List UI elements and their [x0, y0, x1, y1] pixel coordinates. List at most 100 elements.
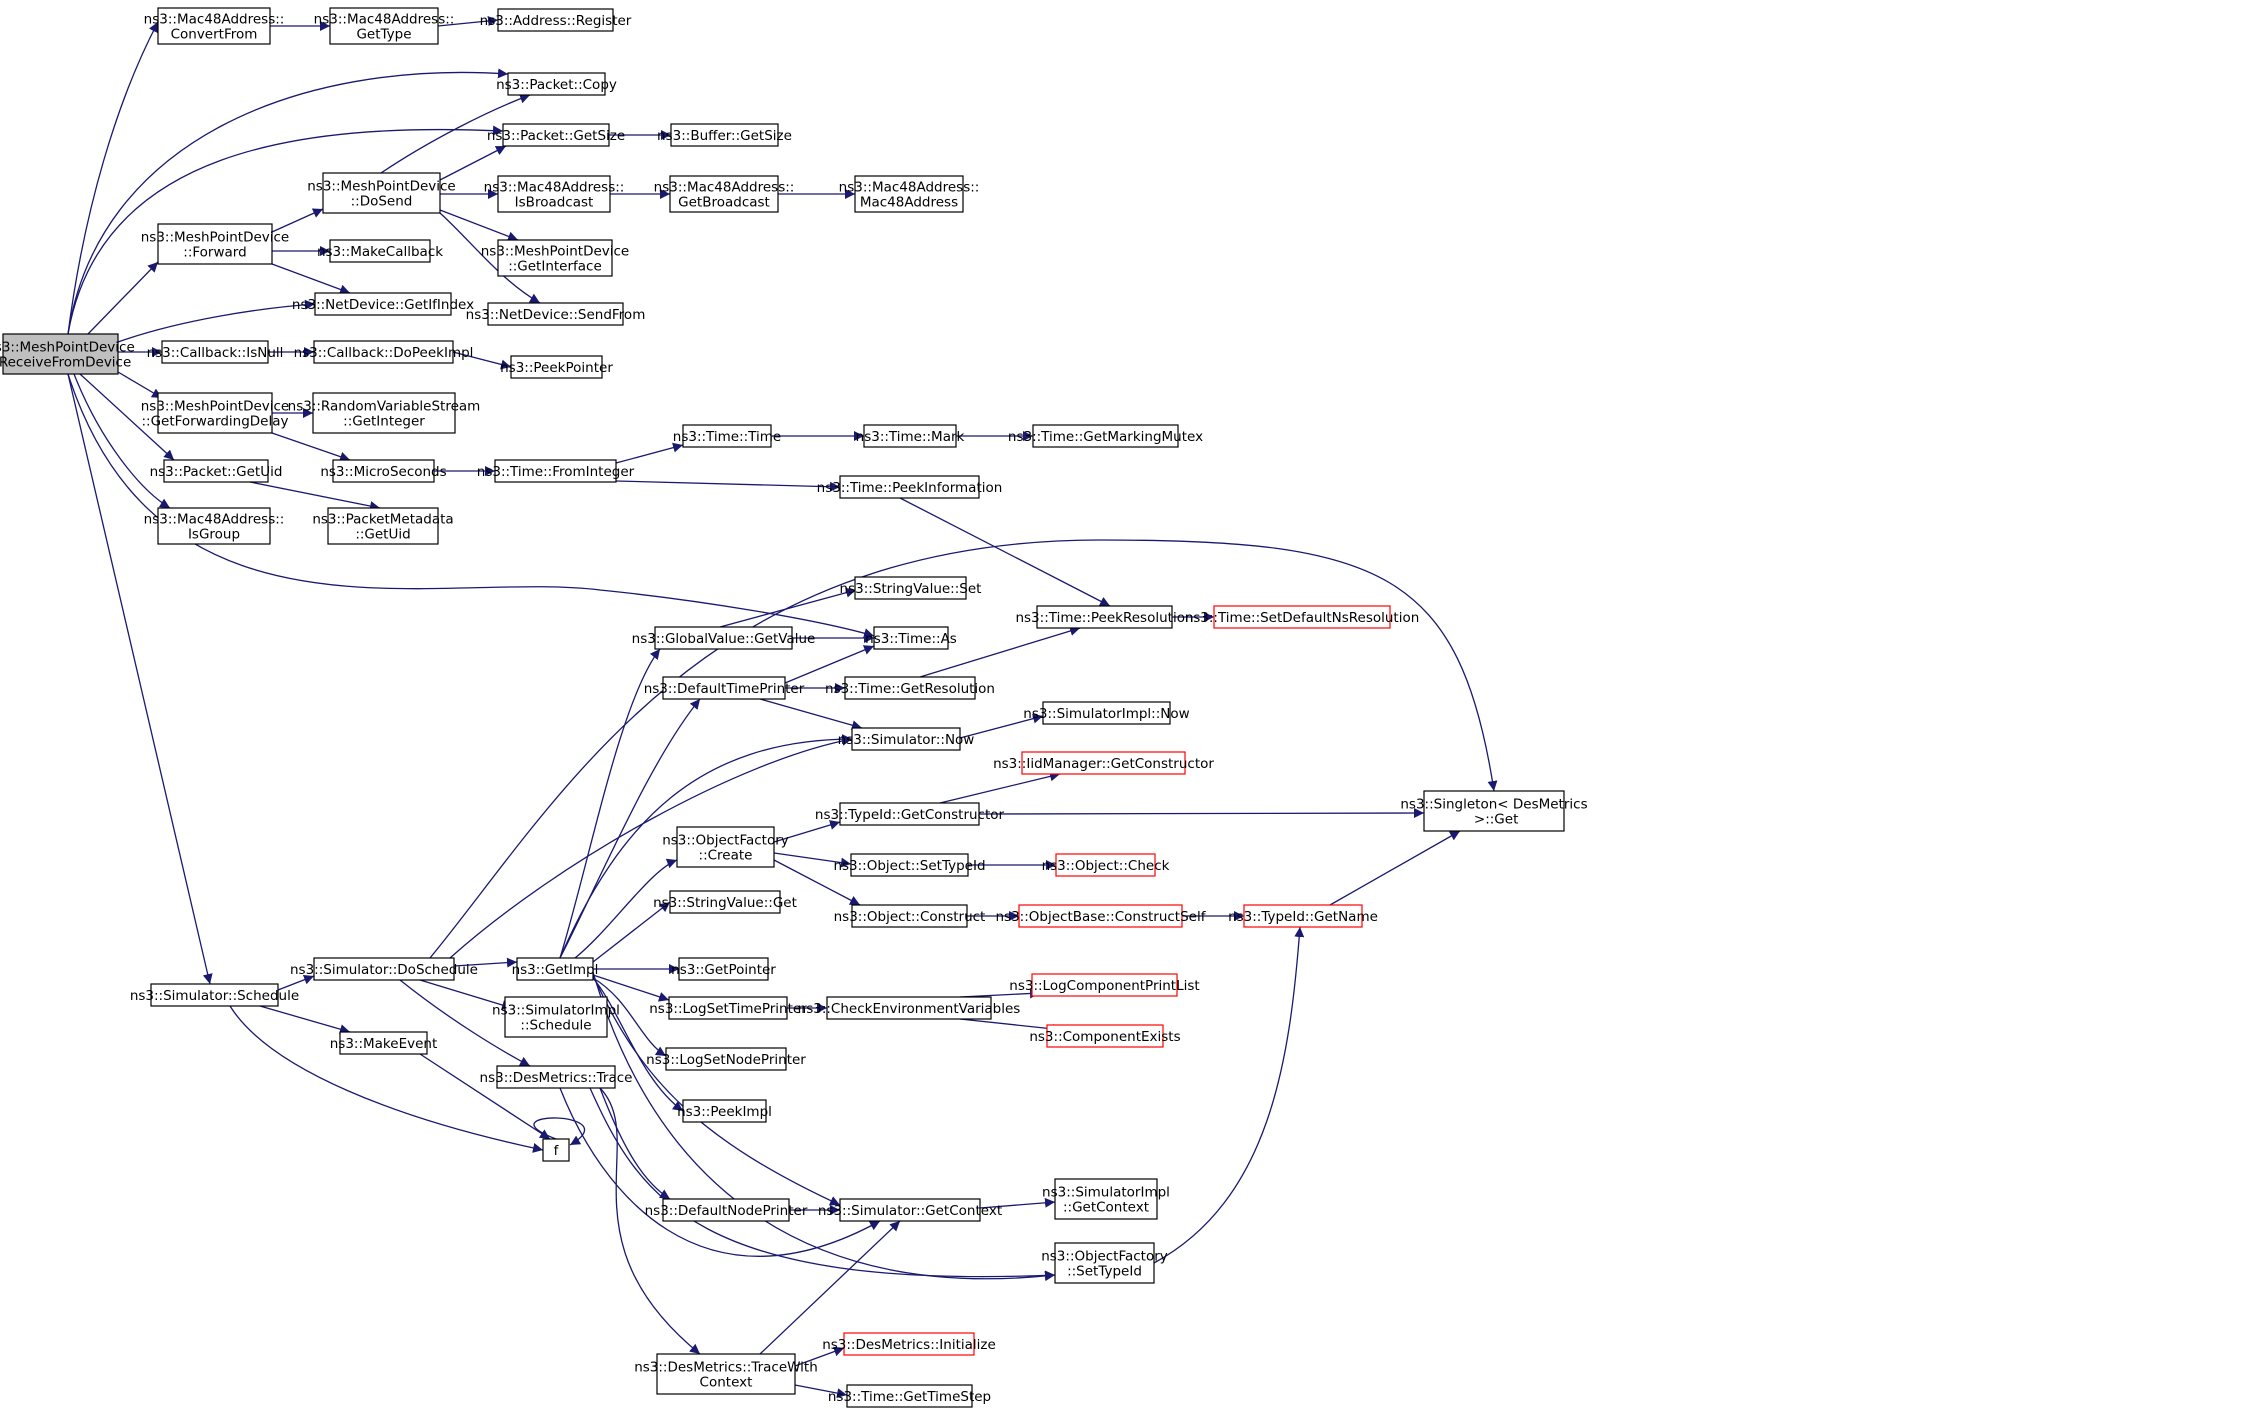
node-makecallback[interactable]: ns3::MakeCallback [317, 239, 443, 263]
node-nd-getifindex[interactable]: ns3::NetDevice::GetIfIndex [292, 292, 474, 316]
node-iidmanager-getctor[interactable]: ns3::IidManager::GetConstructor [993, 751, 1214, 775]
node-box[interactable] [339, 1031, 428, 1055]
node-mac-gettype[interactable]: ns3::Mac48Address::GetType [314, 7, 455, 45]
node-box[interactable] [669, 890, 781, 914]
node-makeevent[interactable]: ns3::MakeEvent [330, 1031, 438, 1055]
node-defaulttimeprinter[interactable]: ns3::DefaultTimePrinter [644, 676, 805, 700]
node-time-setdefaultnsres[interactable]: ns3::Time::SetDefaultNsResolution [1185, 605, 1420, 629]
node-box[interactable] [676, 826, 775, 868]
node-box[interactable] [850, 853, 969, 877]
node-box[interactable] [329, 239, 431, 263]
node-buf-getsize[interactable]: ns3::Buffer::GetSize [657, 123, 792, 147]
node-box[interactable] [163, 459, 269, 483]
node-time-frominteger[interactable]: ns3::Time::FromInteger [477, 459, 635, 483]
node-box[interactable] [682, 1099, 767, 1123]
node-mac-convert[interactable]: ns3::Mac48Address::ConvertFrom [144, 7, 285, 45]
node-logsetnodeprinter[interactable]: ns3::LogSetNodePrinter [646, 1047, 806, 1071]
node-box[interactable] [157, 223, 273, 265]
node-nd-sendfrom[interactable]: ns3::NetDevice::SendFrom [466, 302, 646, 326]
node-mac-isbroadcast[interactable]: ns3::Mac48Address::IsBroadcast [484, 175, 625, 213]
node-getimpl[interactable]: ns3::GetImpl [512, 957, 599, 981]
node-box[interactable] [161, 340, 269, 364]
node-box[interactable] [1213, 605, 1391, 629]
node-desmetrics-initialize[interactable]: ns3::DesMetrics::Initialize [822, 1332, 996, 1356]
node-mpd-getinterface[interactable]: ns3::MeshPointDevice::GetInterface [481, 239, 630, 277]
node-simulator-now[interactable]: ns3::Simulator::Now [838, 727, 975, 751]
node-box[interactable] [662, 1198, 790, 1222]
node-box[interactable] [682, 424, 772, 448]
node-getpointer[interactable]: ns3::GetPointer [671, 957, 776, 981]
node-defaultnodeprinter[interactable]: ns3::DefaultNodePrinter [645, 1198, 808, 1222]
node-time-peekresolution[interactable]: ns3::Time::PeekResolution [1015, 605, 1194, 629]
node-box[interactable] [843, 1332, 975, 1356]
node-box[interactable] [669, 175, 779, 213]
node-logcomponentprintlist[interactable]: ns3::LogComponentPrintList [1009, 973, 1200, 997]
node-box[interactable] [1423, 790, 1565, 832]
node-rvs-getinteger[interactable]: ns3::RandomVariableStream::GetInteger [288, 392, 481, 434]
node-box[interactable] [670, 123, 779, 147]
node-peekpointer[interactable]: ns3::PeekPointer [500, 355, 613, 379]
node-box[interactable] [313, 340, 454, 364]
node-simulatorimpl-now[interactable]: ns3::SimulatorImpl::Now [1023, 701, 1190, 725]
node-box[interactable] [1021, 751, 1186, 775]
node-box[interactable] [157, 507, 271, 545]
node-object-settypeid[interactable]: ns3::Object::SetTypeId [833, 853, 986, 877]
node-box[interactable] [1032, 424, 1179, 448]
node-time-gettimestep[interactable]: ns3::Time::GetTimeStep [828, 1384, 991, 1408]
node-box[interactable] [497, 239, 613, 277]
node-simulatorimpl-getcontext[interactable]: ns3::SimulatorImpl::GetContext [1042, 1178, 1170, 1220]
node-box[interactable] [332, 459, 435, 483]
node-objectfactory-settypeid[interactable]: ns3::ObjectFactory::SetTypeId [1041, 1242, 1168, 1284]
node-mpd-getfwddelay[interactable]: ns3::MeshPointDevice::GetForwardingDelay [141, 392, 290, 434]
node-time-mark[interactable]: ns3::Time::Mark [856, 424, 965, 448]
node-mac-getbroadcast[interactable]: ns3::Mac48Address::GetBroadcast [654, 175, 795, 213]
node-box[interactable] [510, 355, 603, 379]
node-box[interactable] [662, 676, 786, 700]
node-box[interactable] [494, 459, 617, 483]
node-time-as[interactable]: ns3::Time::As [865, 626, 957, 650]
node-box[interactable] [157, 7, 271, 45]
node-box[interactable] [1055, 853, 1156, 877]
node-cb-dopeekimpl[interactable]: ns3::Callback::DoPeekImpl [294, 340, 474, 364]
node-time-peekinformation[interactable]: ns3::Time::PeekInformation [817, 475, 1003, 499]
node-stringvalue-get[interactable]: ns3::StringValue::Get [653, 890, 797, 914]
node-mpd-dosend[interactable]: ns3::MeshPointDevice::DoSend [307, 172, 456, 214]
node-stringvalue-set[interactable]: ns3::StringValue::Set [840, 576, 982, 600]
node-cb-isnull[interactable]: ns3::Callback::IsNull [147, 340, 284, 364]
node-addr-register[interactable]: ns3::Address::Register [480, 8, 632, 32]
node-objectfactory-create[interactable]: ns3::ObjectFactory::Create [662, 826, 789, 868]
node-box[interactable] [314, 292, 452, 316]
node-box[interactable] [329, 7, 439, 45]
node-box[interactable] [654, 626, 793, 650]
node-pkt-getuid[interactable]: ns3::Packet::GetUid [150, 459, 283, 483]
node-box[interactable] [854, 576, 967, 600]
node-globalvalue-getvalue[interactable]: ns3::GlobalValue::GetValue [632, 626, 816, 650]
node-box[interactable] [502, 123, 610, 147]
node-box[interactable] [1042, 701, 1171, 725]
node-typeid-getname[interactable]: ns3::TypeId::GetName [1228, 904, 1378, 928]
node-box[interactable] [322, 172, 441, 214]
node-box[interactable] [863, 424, 957, 448]
node-box[interactable] [542, 1138, 570, 1162]
node-box[interactable] [496, 1065, 616, 1089]
node-box[interactable] [839, 1198, 981, 1222]
node-box[interactable] [2, 333, 119, 375]
node-box[interactable] [1243, 904, 1363, 928]
node-box[interactable] [1054, 1178, 1158, 1220]
node-box[interactable] [851, 904, 968, 928]
node-singleton-get[interactable]: ns3::Singleton< DesMetrics >::Get [1400, 790, 1588, 832]
node-simulator-schedule[interactable]: ns3::Simulator::Schedule [130, 983, 299, 1007]
node-box[interactable] [1036, 605, 1173, 629]
node-box[interactable] [516, 957, 594, 981]
node-typeid-getctor[interactable]: ns3::TypeId::GetConstructor [815, 802, 1005, 826]
node-box[interactable] [846, 1384, 973, 1408]
node-box[interactable] [1031, 973, 1178, 997]
node-box[interactable] [157, 392, 273, 434]
node-box[interactable] [1054, 1242, 1155, 1284]
node-box[interactable] [487, 302, 624, 326]
node-box[interactable] [844, 676, 976, 700]
node-simulator-getcontext[interactable]: ns3::Simulator::GetContext [818, 1198, 1002, 1222]
node-peekimpl[interactable]: ns3::PeekImpl [677, 1099, 772, 1123]
node-box[interactable] [665, 1047, 787, 1071]
node-pkt-copy[interactable]: ns3::Packet::Copy [496, 72, 617, 96]
